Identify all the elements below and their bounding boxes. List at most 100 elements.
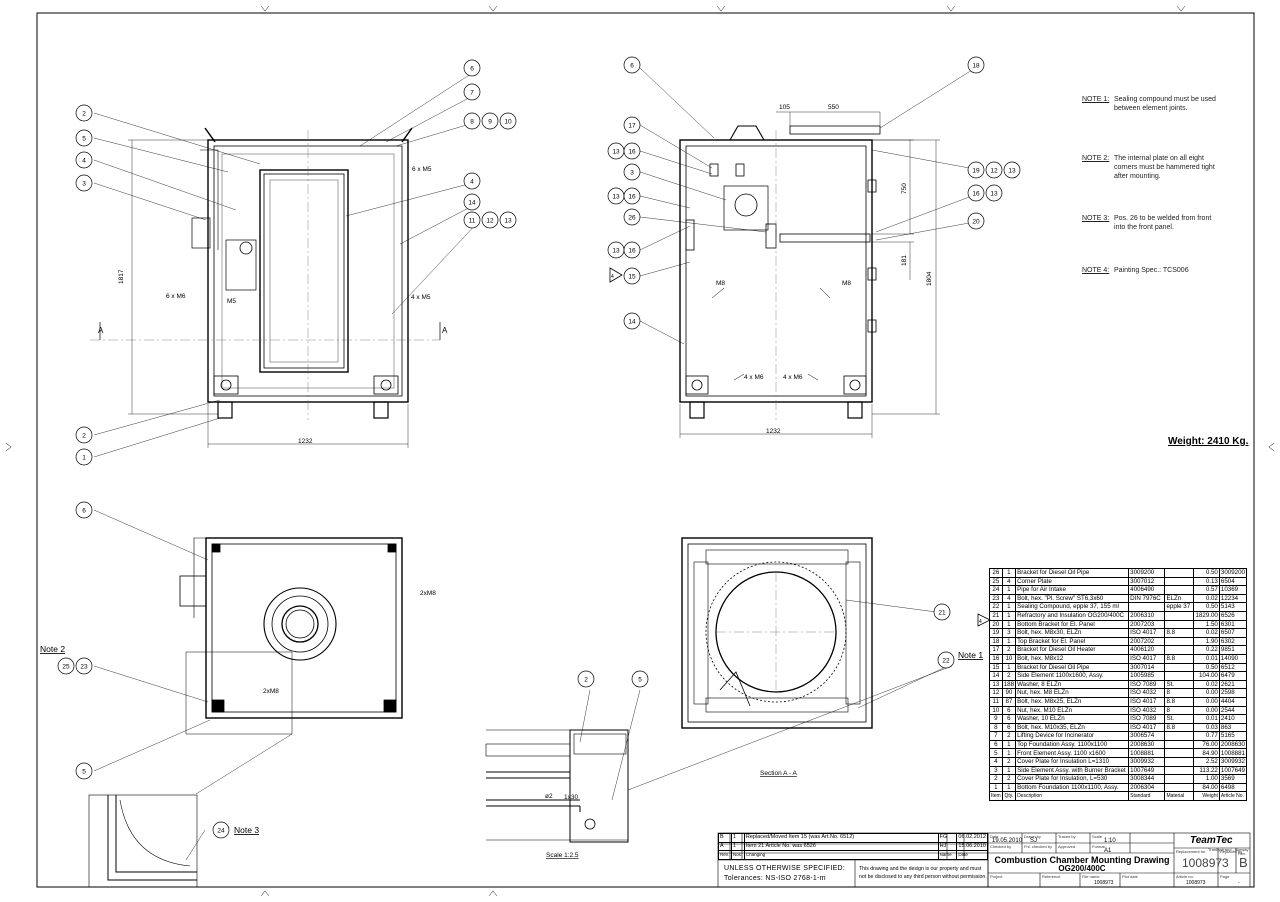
ann-m6b: 4 x M6: [744, 374, 764, 381]
bom-row-cell: [1164, 739, 1194, 750]
bom-row-cell: 0.13: [1192, 576, 1220, 587]
callout-rear-14: 14: [623, 312, 641, 330]
callout-number: 8: [470, 118, 474, 125]
tb-page-label: Page: [1220, 874, 1230, 879]
revision-cell: A: [718, 841, 732, 852]
bom-row-cell: Nut, hex. M10 ELZn: [1015, 705, 1130, 716]
bom-row-cell: 1.90: [1192, 636, 1220, 647]
scale-detail-view: [485, 665, 953, 843]
callout-detail-2: 2: [577, 670, 595, 688]
callout-number: 24: [217, 827, 225, 834]
tb-title: Combustion Chamber Mounting Drawing: [994, 855, 1170, 865]
callout-detail-5: 5: [631, 670, 649, 688]
callout-number: 4: [470, 178, 474, 185]
callout-front-10: 10: [499, 112, 517, 130]
callout-front-2: 2: [75, 104, 93, 122]
callout-front-4: 4: [463, 172, 481, 190]
bom-row-cell: 2006310: [1128, 610, 1166, 621]
callout-bottom-24: 24: [212, 821, 230, 839]
bom-row-cell: epple 37: [1164, 602, 1194, 612]
bom-row-cell: 8.8: [1164, 628, 1194, 638]
bom-row-cell: ISO 7089: [1128, 679, 1166, 690]
bom-row-cell: ISO 4017: [1128, 722, 1166, 733]
callout-front-6: 6: [463, 59, 481, 77]
rear-view: [639, 64, 981, 438]
callout-number: 16: [628, 193, 636, 200]
bom-row-cell: 0.01: [1192, 714, 1220, 724]
bom-row-cell: 6: [1001, 705, 1017, 716]
bom-row-cell: 0.00: [1192, 688, 1220, 698]
sec-a-right: A: [442, 326, 448, 335]
bom-header-row-cell: Item: [989, 791, 1003, 802]
bom-row-cell: [1164, 748, 1194, 759]
tb-article: 1008973: [1186, 880, 1206, 886]
bom-row-cell: Cover Plate for Insulation, L=530: [1015, 774, 1130, 784]
bom-row-cell: ISO 4032: [1128, 705, 1166, 716]
bom-row-cell: 1: [1001, 748, 1017, 759]
bom-row-cell: 4404: [1218, 696, 1248, 707]
bom-row-cell: 863: [1218, 722, 1248, 733]
bom-row-cell: 1007649: [1128, 765, 1166, 776]
bom-row-cell: 3009200: [1218, 568, 1248, 578]
bom-row-cell: 25: [989, 576, 1003, 587]
callout-number: 22: [942, 657, 950, 664]
bom-header-row-cell: Qty.: [1001, 791, 1017, 802]
callout-number: 15: [628, 273, 636, 280]
bom-row-cell: Refractory and Insulation OG200/400C: [1015, 610, 1130, 621]
callout-front-11: 11: [463, 211, 481, 229]
bom-row-cell: [1164, 568, 1194, 578]
tolerance-block: UNLESS OTHERWISE SPECIFIED: Tolerances: …: [724, 864, 845, 884]
bom-row-cell: 10: [989, 705, 1003, 716]
callout-bottom-25: 25: [57, 657, 75, 675]
bom-row-cell: 2544: [1218, 705, 1248, 716]
bom-row-cell: 11: [989, 696, 1003, 707]
bom-row-cell: 3009932: [1128, 757, 1166, 767]
callout-front-3: 3: [75, 174, 93, 192]
bom-row-cell: 5165: [1218, 731, 1248, 741]
tb-file: 1008973: [1094, 880, 1114, 886]
bom-row-cell: 20: [989, 619, 1003, 630]
bom-row-cell: 8.8: [1164, 696, 1194, 707]
bom-row-cell: 2.52: [1192, 757, 1220, 767]
border-ticks: [5, 5, 1275, 897]
bom-row-cell: 0.22: [1192, 645, 1220, 655]
callout-number: 3: [630, 169, 634, 176]
note-1: NOTE 1:Sealing compound must be used bet…: [1082, 96, 1216, 112]
section-a-view: [681, 537, 953, 729]
ann-m5b: M5: [227, 298, 236, 305]
bom-row-cell: 1: [1001, 619, 1017, 630]
bom-row-cell: Bracket for Diesel Oil Pipe: [1015, 568, 1130, 578]
tb-rev-label: Rev.: [1238, 851, 1246, 856]
bom-row-cell: 15: [989, 662, 1003, 673]
bom-row-cell: [1164, 662, 1194, 673]
tb-company: TeamTec: [1190, 835, 1233, 846]
bom-row-cell: 3: [1001, 628, 1017, 638]
bom-header-row-cell: Material: [1164, 791, 1194, 802]
text-layer: 1232 1232 1817 1804 105 550 750 181 A A …: [40, 104, 983, 859]
bom-row-cell: Bottom Bracket for El. Panel: [1015, 619, 1130, 630]
bom-row-cell: 26: [989, 568, 1003, 578]
callout-number: 2: [82, 110, 86, 117]
bom-row-cell: 12234: [1218, 593, 1248, 604]
bom-row-cell: [1164, 645, 1194, 655]
revision-cell: 1: [730, 833, 745, 843]
dim-550: 550: [828, 104, 839, 111]
callout-rear-26: 26: [623, 208, 641, 226]
ann-m5a: 6 x M5: [412, 166, 432, 173]
revision-cell: B: [718, 833, 732, 843]
revision-header-cell: Date: [956, 850, 988, 860]
bom-header-row-cell: Article No.: [1218, 791, 1248, 802]
note-4: NOTE 4:Painting Spec.: TCS006: [1082, 267, 1189, 274]
